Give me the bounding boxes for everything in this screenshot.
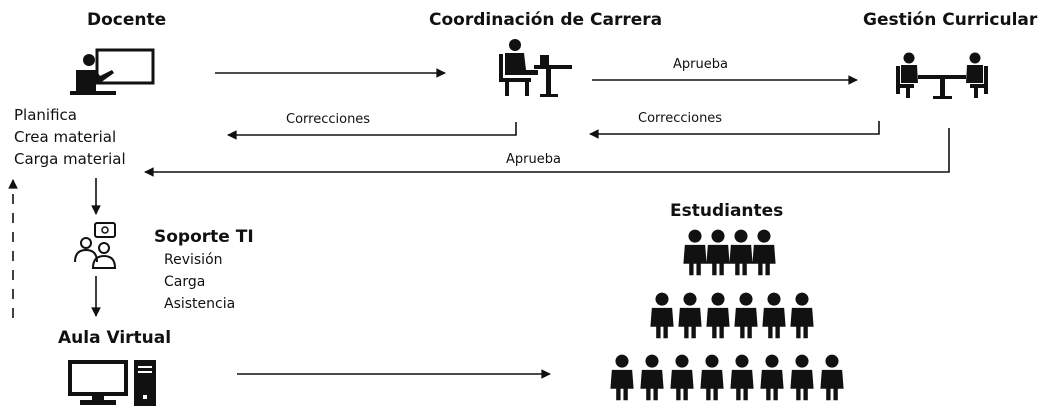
student-figure	[729, 229, 753, 276]
student-figure	[752, 229, 776, 276]
docente-task: Planifica	[14, 106, 77, 124]
student-figure	[734, 292, 758, 339]
teacher-board-icon	[70, 48, 155, 95]
node-soporte-title: Soporte TI	[154, 227, 254, 247]
student-figure	[670, 354, 694, 401]
soporte-task: Asistencia	[164, 296, 236, 312]
arrow-gestion-to-docente	[144, 128, 950, 177]
desktop-computer-icon	[68, 360, 156, 406]
student-figure	[640, 354, 664, 401]
soporte-task-list: Revisión Carga Asistencia	[164, 249, 235, 315]
arrow-gestion-to-coordinacion	[589, 121, 880, 139]
student-figure	[610, 354, 634, 401]
student-figure	[790, 354, 814, 401]
edge-label-gestion-to-coord: Correcciones	[638, 111, 723, 126]
edge-label-coord-to-gestion: Aprueba	[673, 57, 728, 72]
student-figure	[706, 229, 730, 276]
docente-task: Carga material	[14, 150, 126, 168]
node-coordinacion-title: Coordinación de Carrera	[429, 10, 663, 30]
student-figure	[706, 292, 730, 339]
student-figure	[650, 292, 674, 339]
node-docente-title: Docente	[87, 10, 167, 30]
student-figure	[730, 354, 754, 401]
soporte-task: Carga	[164, 274, 206, 290]
docente-task: Crea material	[14, 128, 117, 146]
node-gestion-title: Gestión Curricular	[863, 10, 1038, 30]
soporte-task: Revisión	[164, 252, 223, 268]
meeting-table-icon	[896, 52, 988, 99]
docente-task-list: Planifica Crea material Carga material	[14, 104, 126, 170]
student-figure	[790, 292, 814, 339]
student-figure	[678, 292, 702, 339]
node-estudiantes-title: Estudiantes	[670, 201, 784, 221]
student-figure	[760, 354, 784, 401]
edge-label-coord-to-docente: Correcciones	[286, 112, 371, 127]
arrow-coordinacion-to-docente	[227, 122, 517, 140]
student-figure	[683, 229, 707, 276]
student-figure	[820, 354, 844, 401]
person-at-desk-icon	[499, 39, 572, 97]
student-figure	[762, 292, 786, 339]
student-group-icon	[610, 229, 844, 401]
support-people-icon	[74, 222, 117, 269]
edge-label-gestion-to-docente: Aprueba	[506, 152, 561, 167]
student-figure	[700, 354, 724, 401]
node-aula-title: Aula Virtual	[58, 328, 172, 348]
